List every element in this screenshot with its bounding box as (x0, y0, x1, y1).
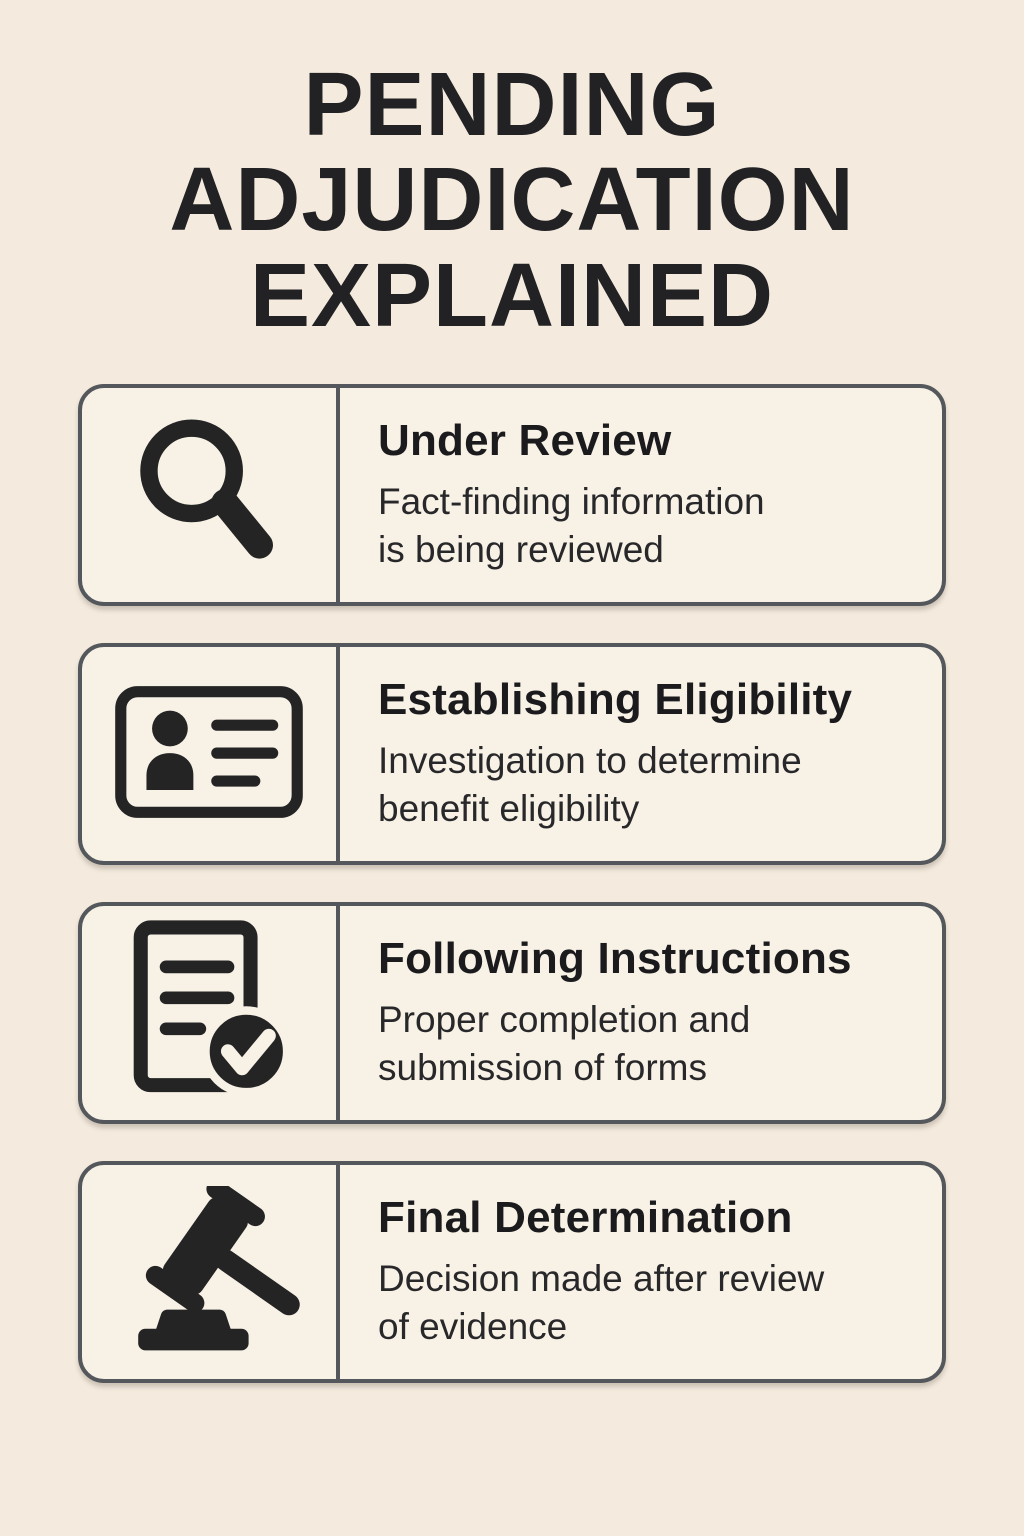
card-description: Investigation to determine benefit eligi… (378, 740, 802, 830)
card-under-review: Under Review Fact-finding information is… (78, 384, 946, 607)
card-heading: Under Review (378, 416, 672, 466)
card-icon-cell (82, 1165, 340, 1380)
card-description: Decision made after review of evidence (378, 1258, 825, 1348)
card-establishing-eligibility: Establishing Eligibility Investigation t… (78, 643, 946, 866)
card-text-cell: Final Determination Decision made after … (340, 1165, 942, 1379)
page-title: PENDING ADJUDICATION EXPLAINED (0, 55, 1024, 346)
magnifier-icon (130, 412, 288, 579)
card-list: Under Review Fact-finding information is… (78, 384, 946, 1384)
card-icon-cell (82, 647, 340, 862)
card-description: Proper completion and submission of form… (378, 999, 751, 1089)
page-title-line-2: ADJUDICATION (169, 150, 855, 251)
card-text-cell: Following Instructions Proper completion… (340, 906, 942, 1120)
card-text-cell: Establishing Eligibility Investigation t… (340, 647, 942, 861)
card-heading: Final Determination (378, 1193, 793, 1243)
document-check-icon (128, 919, 292, 1107)
page-title-line-3: EXPLAINED (249, 245, 775, 346)
card-final-determination: Final Determination Decision made after … (78, 1161, 946, 1384)
page-title-line-1: PENDING (303, 55, 721, 155)
card-text-cell: Under Review Fact-finding information is… (340, 388, 942, 602)
gavel-icon (114, 1179, 304, 1359)
card-heading: Following Instructions (378, 934, 852, 984)
id-card-icon (114, 685, 304, 824)
card-description: Fact-finding information is being review… (378, 481, 765, 571)
card-following-instructions: Following Instructions Proper completion… (78, 902, 946, 1125)
card-heading: Establishing Eligibility (378, 675, 853, 725)
card-icon-cell (82, 388, 340, 603)
card-icon-cell (82, 906, 340, 1121)
